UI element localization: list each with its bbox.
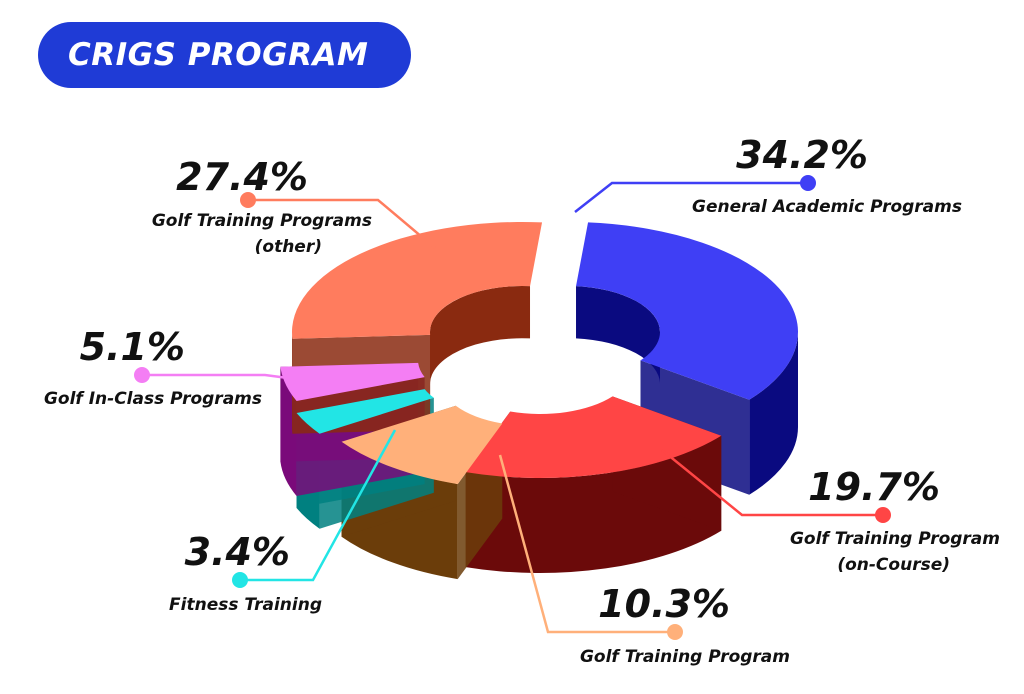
- leader-line: [498, 454, 675, 634]
- slice-labels: 34.2% General Academic Programs 19.7% Golf …: [44, 133, 1000, 667]
- slice-value-label: 5.1%: [80, 325, 185, 369]
- slice-top: [341, 405, 503, 485]
- slice-value-label: 27.4%: [176, 155, 308, 199]
- leader-dot: [800, 175, 816, 191]
- leader-dot: [667, 624, 683, 640]
- leader-line: [142, 373, 319, 384]
- slice-inner-wall: [576, 286, 660, 385]
- slice-name-label: Fitness Training: [169, 595, 322, 615]
- leader-dot: [240, 192, 256, 208]
- slice-name-label: Golf Training Programs: [152, 211, 372, 231]
- slice-value-label: 34.2%: [736, 133, 868, 177]
- slice-value-label: 10.3%: [598, 582, 730, 626]
- slice-top: [465, 396, 722, 478]
- leader-dot: [875, 507, 891, 523]
- chart-title: CRIGS PROGRAM: [68, 37, 369, 73]
- title-banner: CRIGS PROGRAM: [38, 22, 411, 88]
- leader-dot: [232, 572, 248, 588]
- leader-line: [248, 198, 436, 249]
- leader-line: [240, 429, 397, 582]
- slice-value-label: 3.4%: [185, 530, 290, 574]
- slice-top: [576, 222, 798, 400]
- leader-lines: [134, 175, 891, 640]
- slice-top: [292, 222, 543, 339]
- slice-name-label: Golf In-Class Programs: [44, 389, 262, 409]
- leader-line: [661, 449, 883, 517]
- leader-line: [574, 181, 808, 213]
- slice-inner-wall: [430, 286, 531, 385]
- slice-top: [296, 389, 434, 434]
- slice-name-label: General Academic Programs: [692, 197, 962, 217]
- leader-dot: [134, 367, 150, 383]
- slice-top: [280, 362, 425, 401]
- inner-walls: [430, 286, 660, 385]
- slice-name-label: Golf Training Program: [580, 647, 790, 667]
- slice-name-label: Golf Training Program: [790, 529, 1000, 549]
- slice-name-label: (other): [255, 237, 322, 257]
- slice-name-label: (on-Course): [837, 555, 950, 575]
- slice-value-label: 19.7%: [808, 465, 940, 509]
- slice-tops: [280, 222, 798, 485]
- slice-side: [749, 332, 798, 495]
